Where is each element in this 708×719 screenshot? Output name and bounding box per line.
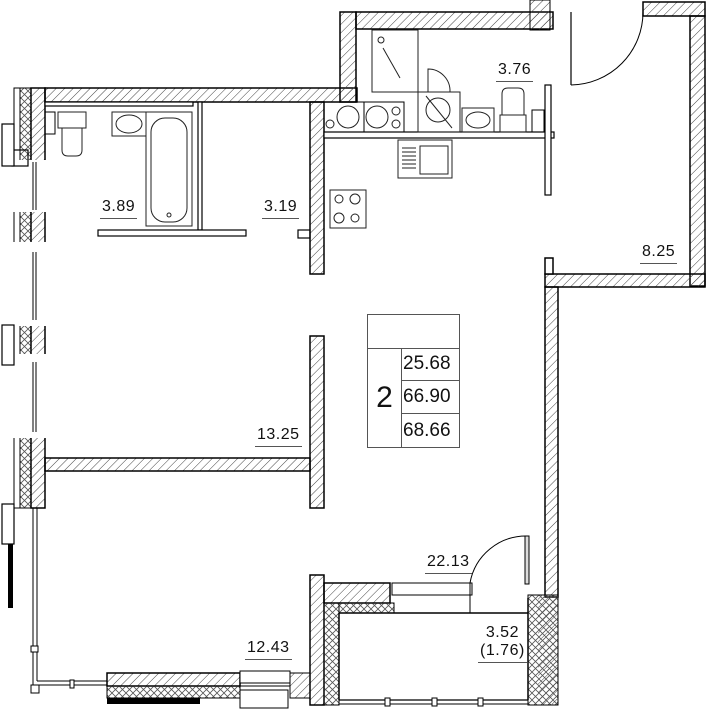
right-wall <box>527 15 706 706</box>
kitchen-fixtures <box>323 101 453 229</box>
exterior-left-wall <box>1 87 46 608</box>
total-area-with-balcony: 68.66 <box>403 419 451 441</box>
summary-header <box>368 315 459 349</box>
room-area-kitchen-living: 22.13 <box>425 553 472 574</box>
interior-walls <box>44 335 325 509</box>
room-area-storage: 3.19 <box>262 198 300 219</box>
rooms-count: 2 <box>368 348 402 448</box>
room-area-bedroom: 13.25 <box>255 426 302 447</box>
living-area: 25.68 <box>401 348 460 381</box>
room-area-hallway: 8.25 <box>640 243 678 264</box>
balcony-walls <box>309 535 530 707</box>
room-area-bathroom: 3.89 <box>100 198 138 219</box>
entry-door <box>570 11 644 86</box>
top-wall <box>44 0 706 103</box>
total-area: 66.90 <box>401 381 460 414</box>
bottom-wall <box>30 508 311 709</box>
room-area-second-bathroom: 3.76 <box>496 61 534 82</box>
bathroom-walls <box>44 84 555 275</box>
room-area-balcony: 3.52 (1.76) <box>478 624 527 663</box>
bathroom-fixtures <box>44 29 545 227</box>
apartment-summary-table: 2 25.68 66.90 68.66 <box>367 314 460 448</box>
room-area-living-room: 12.43 <box>245 639 292 660</box>
